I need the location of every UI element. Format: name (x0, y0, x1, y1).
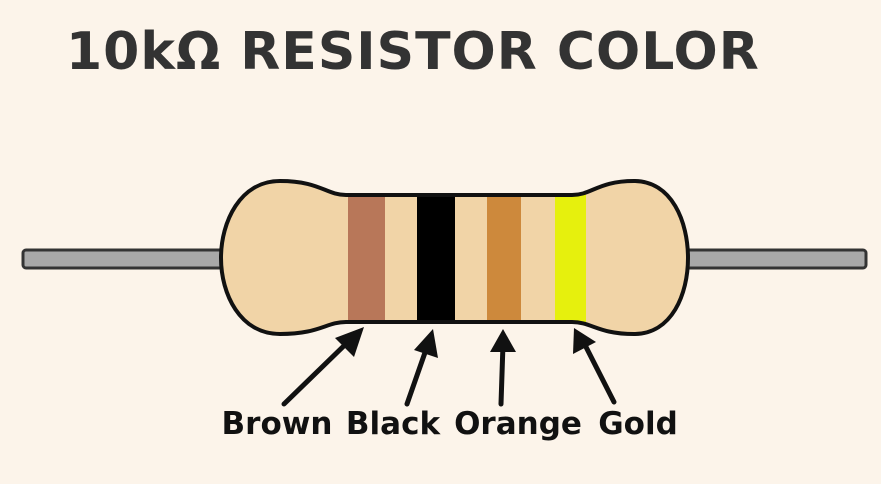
arrow-brown (281, 327, 364, 407)
label-gold: Gold (598, 406, 678, 442)
label-black: Black (346, 406, 442, 442)
arrow-gold (573, 328, 617, 405)
resistor-outline (218, 178, 691, 337)
band-gold (555, 190, 586, 330)
left-lead (21, 248, 229, 270)
arrow-orange (490, 329, 516, 407)
diagram-title: 10kΩ RESISTOR COLOR (66, 22, 760, 82)
band-orange (487, 190, 521, 330)
label-orange: Orange (454, 406, 582, 442)
band-brown (348, 190, 385, 330)
arrow-black (404, 329, 438, 407)
label-brown: Brown (222, 406, 333, 442)
band-black (417, 190, 455, 330)
right-lead (668, 248, 868, 270)
